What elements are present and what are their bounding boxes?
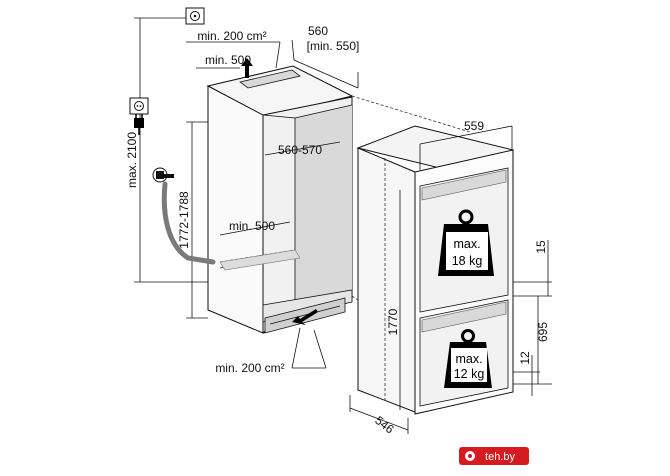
niche-depth-label: 560 — [308, 24, 328, 38]
appliance-height-label: 1770 — [386, 308, 400, 335]
top-vent — [239, 58, 301, 89]
lower-weight-max-label: max. — [455, 352, 482, 366]
water-hose — [161, 181, 216, 265]
watermark-text: teh.by — [485, 451, 515, 463]
inner-depth-label: min. 500 — [229, 219, 275, 233]
niche-width-label: 560-570 — [278, 143, 322, 157]
niche-cabinet — [206, 65, 354, 334]
vent-up-arrow-icon — [241, 58, 253, 78]
water-connection-icon — [185, 7, 205, 25]
niche-height-label: 1772-1788 — [177, 191, 191, 249]
lower-gap-label: 12 — [518, 351, 532, 365]
door-gap-label: 15 — [534, 240, 548, 254]
watermark-badge: teh.by — [459, 447, 529, 465]
power-plug-icon — [134, 114, 144, 135]
power-socket-icon — [129, 97, 149, 115]
niche-depth-min-label: [min. 550] — [307, 39, 360, 53]
vent-in-arrow-icon — [292, 309, 318, 325]
top-vent-depth-label: min. 500 — [205, 53, 251, 67]
top-vent-label: min. 200 cm² — [197, 29, 266, 43]
bottom-vent-label: min. 200 cm² — [215, 361, 284, 375]
water-tap-icon — [152, 167, 174, 183]
lower-weight-value: 12 kg — [454, 367, 485, 381]
max-height-label: max. 2100 — [125, 132, 139, 188]
appliance-width-label: 559 — [464, 119, 484, 133]
appliance-depth-label: 546 — [372, 413, 397, 437]
lower-weight-icon: max. 12 kg — [444, 329, 492, 388]
upper-weight-max-label: max. — [453, 237, 480, 251]
lower-section-label: 695 — [536, 322, 550, 342]
upper-weight-value: 18 kg — [452, 254, 483, 268]
upper-weight-icon: max. 18 kg — [438, 209, 494, 276]
